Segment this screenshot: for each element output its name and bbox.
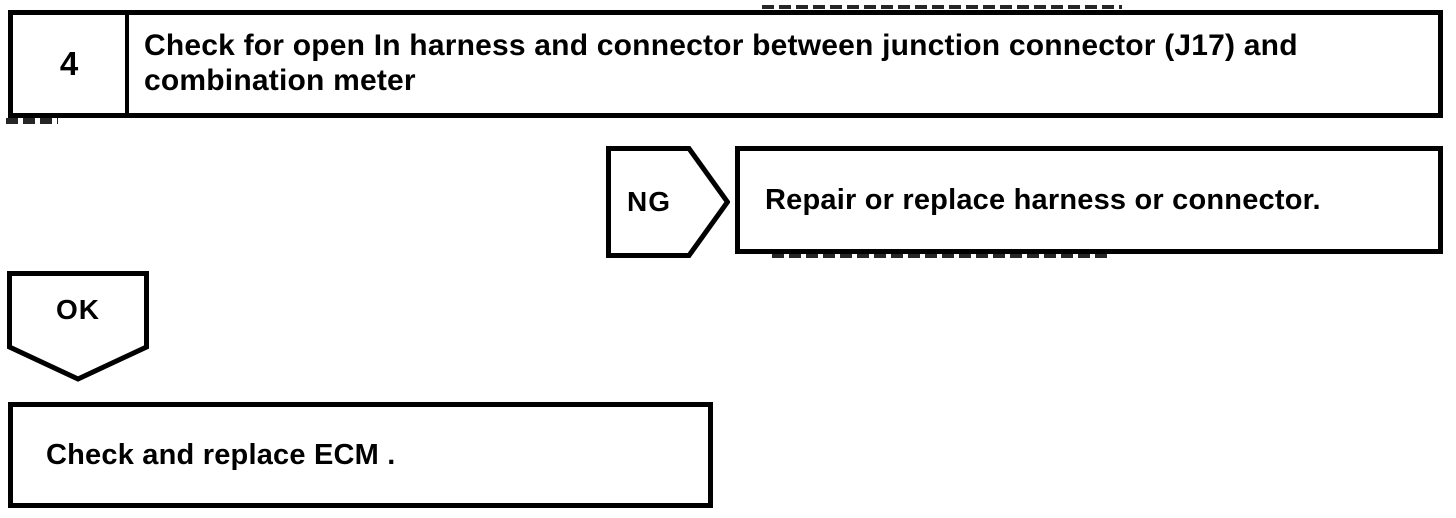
ok-pentagon-shape: [7, 271, 149, 382]
step-box: 4 Check for open In harness and connecto…: [8, 10, 1443, 118]
ng-action-box: Repair or replace harness or connector.: [735, 146, 1443, 254]
ng-action-text: Repair or replace harness or connector.: [765, 183, 1321, 216]
ng-pentagon-shape: [606, 146, 730, 258]
ok-connector: OK: [7, 271, 149, 383]
step-instruction: Check for open In harness and connector …: [144, 29, 1298, 97]
scan-artifact: [772, 254, 1112, 258]
ok-label: OK: [56, 294, 100, 325]
step-number: 4: [59, 45, 79, 82]
scan-artifact: [6, 118, 58, 124]
ng-connector: NG: [606, 146, 730, 258]
ng-label: NG: [627, 186, 671, 217]
ok-action-text: Check and replace ECM .: [46, 438, 396, 471]
ok-action-box: Check and replace ECM .: [8, 402, 713, 508]
scan-artifact: [762, 5, 1122, 9]
step-number-cell: 4: [13, 15, 129, 113]
